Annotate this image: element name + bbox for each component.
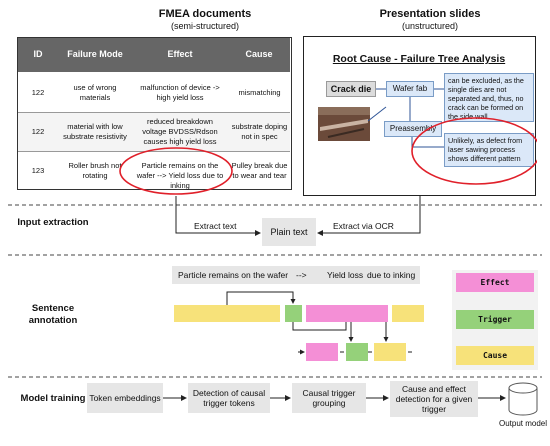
fmea-table: ID Failure Mode Effect Cause 122 use of …: [17, 37, 292, 190]
database-icon: [508, 382, 538, 416]
row-divider: [18, 151, 290, 152]
trigger-span: [285, 305, 302, 322]
slides-subtitle: (unstructured): [401, 21, 459, 31]
row-divider: [18, 112, 290, 113]
table-cell: substrate doping not in spec: [231, 122, 288, 141]
training-step-token-embeddings: Token embeddings: [87, 383, 163, 413]
cause-span: [174, 305, 280, 322]
legend-item-effect: Effect: [456, 273, 534, 292]
table-cell: 123: [31, 166, 45, 175]
crack-die-box: Crack die: [326, 81, 376, 97]
slides-title: Presentation slides: [379, 8, 481, 20]
slide-frame: Root Cause - Failure Tree Analysis Crack…: [303, 36, 537, 196]
table-cell: Roller brush not rotating: [68, 161, 122, 180]
fmea-header-id: ID: [33, 49, 43, 59]
table-cell: Pulley break due to wear and tear: [231, 161, 288, 180]
training-step-trigger-grouping: Causal trigger grouping: [292, 383, 366, 413]
table-cell: mismatching: [238, 88, 281, 97]
fmea-subtitle: (semi-structured): [170, 21, 239, 31]
cause-span: [392, 305, 424, 322]
highlight-ellipse: [411, 117, 537, 185]
table-row: 122 use of wrong materials malfunction o…: [18, 72, 290, 112]
training-step-trigger-detection: Detection of causal trigger tokens: [188, 383, 270, 413]
plain-text-box: Plain text: [262, 218, 316, 246]
stage-label-sentence-annotation: Sentence annotation: [28, 303, 78, 326]
legend-item-cause: Cause: [456, 346, 534, 365]
stage-label-input-extraction: Input extraction: [17, 217, 89, 228]
effect-span: [306, 343, 338, 361]
fmea-header-effect: Effect: [167, 49, 193, 59]
output-model-label: Output model: [498, 419, 548, 428]
preassembly-box: Preassembly: [384, 121, 442, 137]
effect-span: [306, 305, 388, 322]
sentence-token: inking: [393, 270, 416, 280]
extract-ocr-label: Extract via OCR: [333, 221, 394, 231]
table-cell: malfunction of device -> high yield loss: [140, 83, 220, 102]
table-cell: material with low substrate resistivity: [63, 122, 127, 141]
table-row: 122 material with low substrate resistiv…: [18, 113, 290, 151]
annotated-sentence: Particle remains on the wafer --> Yield …: [172, 266, 420, 284]
extract-text-label: Extract text: [194, 221, 237, 231]
sentence-token: -->: [296, 270, 307, 280]
slide-title: Root Cause - Failure Tree Analysis: [332, 53, 506, 65]
trigger-span: [346, 343, 368, 361]
wafer-photo-icon: [318, 107, 370, 141]
fmea-header-failure-mode: Failure Mode: [67, 49, 123, 59]
sentence-token: Yield loss: [327, 270, 364, 280]
sentence-token: due to: [367, 270, 391, 280]
sentence-token: Particle remains on the wafer: [178, 270, 289, 280]
legend: Effect Trigger Cause: [452, 270, 538, 370]
stage-label-model-training: Model training: [20, 393, 86, 404]
fmea-title: FMEA documents: [158, 8, 252, 20]
table-cell: use of wrong materials: [73, 83, 117, 102]
table-cell: 122: [31, 127, 45, 136]
slide-note-excluded: can be excluded, as the single dies are …: [444, 73, 534, 122]
wafer-fab-box: Wafer fab: [386, 81, 434, 97]
cause-span: [374, 343, 406, 361]
table-cell: reduced breakdown voltage BVDSS/Rdson ca…: [142, 117, 218, 146]
training-step-cause-effect-detection: Cause and effect detection for a given t…: [390, 381, 478, 417]
table-cell: 122: [31, 88, 45, 97]
table-cell: Particle remains on the wafer --> Yield …: [136, 161, 224, 190]
fmea-header-cause: Cause: [245, 49, 273, 59]
table-row: 123 Roller brush not rotating Particle r…: [18, 152, 290, 190]
fmea-header-row: ID Failure Mode Effect Cause: [18, 38, 290, 72]
legend-item-trigger: Trigger: [456, 310, 534, 329]
slide-note-unlikely: Unlikely, as defect from laser sawing pr…: [444, 133, 534, 167]
